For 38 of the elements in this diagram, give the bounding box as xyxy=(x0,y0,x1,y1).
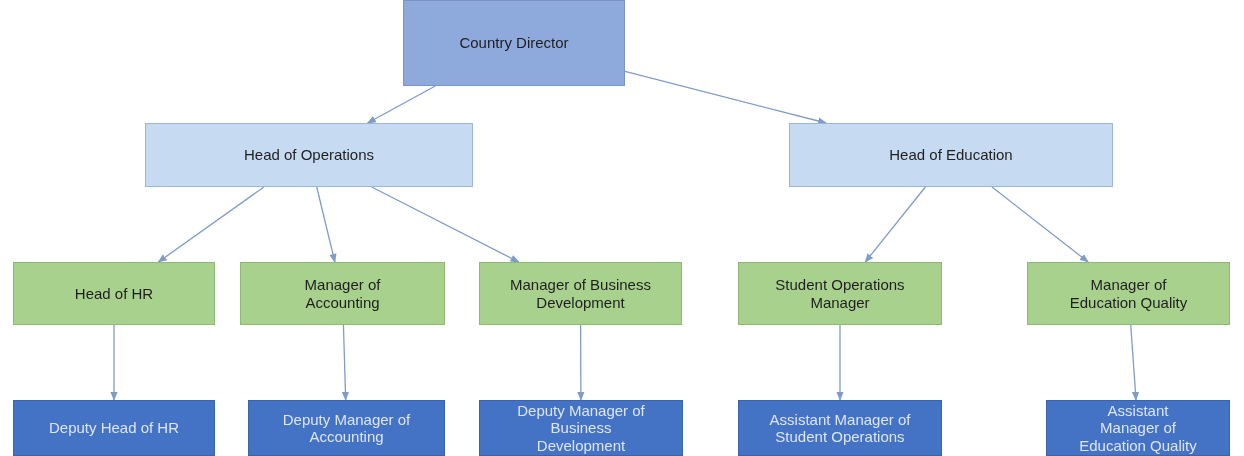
arrow xyxy=(371,186,520,263)
deputy-box xyxy=(479,400,683,456)
manager-box xyxy=(13,262,215,325)
manager-box xyxy=(738,262,942,325)
arrow xyxy=(864,186,926,263)
node-label: Head of HR xyxy=(74,284,154,303)
arrow xyxy=(836,324,844,401)
arrow xyxy=(110,324,118,401)
arrow xyxy=(1130,324,1140,401)
node-label: Manager of Accounting xyxy=(303,276,382,311)
node-label: Assistant Manager of Education Quality xyxy=(1078,402,1198,454)
arrow xyxy=(157,186,265,263)
node-label: Country Director xyxy=(459,34,569,52)
department-head-box xyxy=(789,123,1113,187)
manager-box xyxy=(479,262,682,325)
node-label: Deputy Manager of Accounting xyxy=(281,410,412,446)
node-label: Deputy Manager of Business Development xyxy=(516,402,646,454)
node-label: Manager of Education Quality xyxy=(1068,276,1189,311)
arrow xyxy=(366,85,436,124)
node-label: Deputy Head of HR xyxy=(48,419,180,437)
node-label: Manager of Business Development xyxy=(510,276,651,311)
deputy-box xyxy=(738,400,942,456)
node-label: Head of Operations xyxy=(243,146,375,164)
deputy-box xyxy=(248,400,445,456)
arrow xyxy=(316,186,337,263)
deputy-box xyxy=(13,400,215,456)
manager-box xyxy=(1027,262,1230,325)
manager-box xyxy=(240,262,445,325)
arrow xyxy=(577,324,585,401)
node-label: Head of Education xyxy=(889,146,1013,164)
node-label: Student Operations Manager xyxy=(774,276,906,311)
department-head-box xyxy=(145,123,473,187)
deputy-box xyxy=(1046,400,1230,456)
node-label: Assistant Manager of Student Operations xyxy=(769,410,911,446)
arrow xyxy=(624,70,827,125)
director-box xyxy=(403,0,625,86)
arrow xyxy=(341,324,350,401)
arrow xyxy=(991,186,1089,263)
